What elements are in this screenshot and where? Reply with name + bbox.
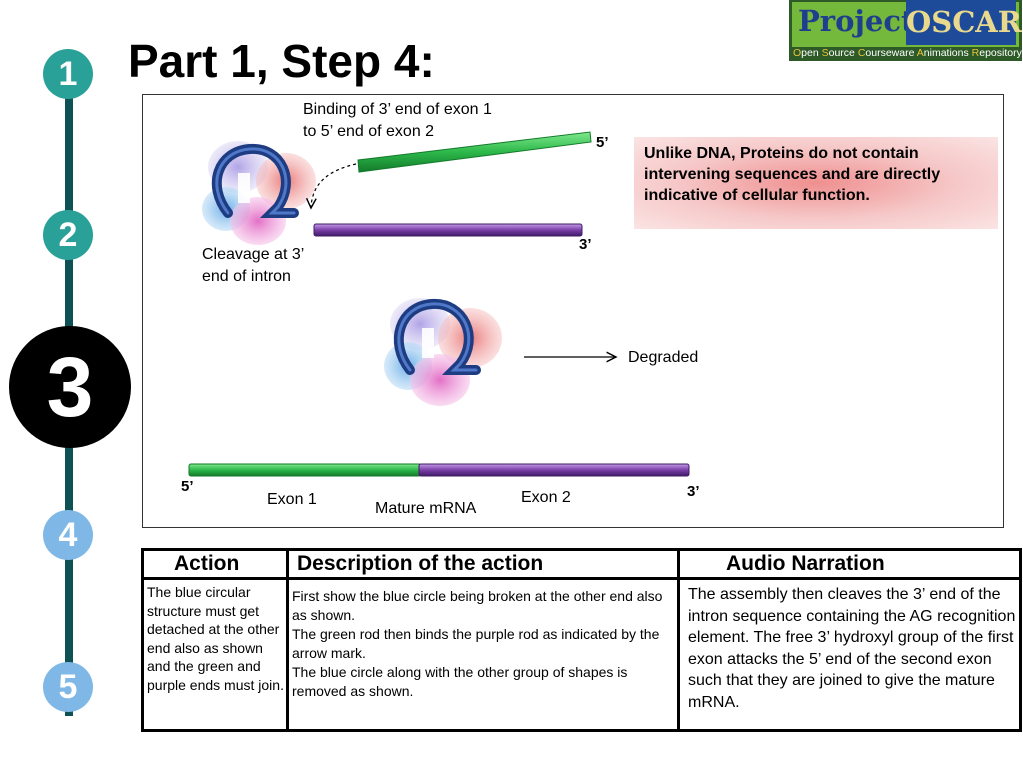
- page-title: Part 1, Step 4:: [128, 35, 435, 87]
- step-3-button-current[interactable]: 3: [9, 326, 131, 448]
- mature-mrna-exon2-segment: [418, 463, 690, 477]
- five-prime-label-top: 5’: [596, 134, 609, 151]
- binding-label-line1: Binding of 3’ end of exon 1: [303, 101, 492, 118]
- exon2-purple-rod-top: [313, 223, 583, 237]
- exon1-green-rod-top: [357, 131, 592, 173]
- header-audio-narration: Audio Narration: [677, 548, 1022, 580]
- logo-word-oscar: OSCAR: [906, 0, 1022, 45]
- spliceosome-complex-degraded: [384, 298, 502, 406]
- narration-cell: The assembly then cleaves the 3’ end of …: [677, 577, 1022, 732]
- five-prime-label-bottom: 5’: [181, 478, 194, 495]
- action-cell: The blue circular structure must get det…: [141, 577, 289, 732]
- diagram-panel: [142, 94, 1004, 528]
- header-description: Description of the action: [286, 548, 680, 580]
- three-prime-label-middle: 3’: [579, 236, 592, 253]
- cleavage-label-line2: end of intron: [202, 268, 291, 285]
- table-header-row: Action Description of the action Audio N…: [141, 548, 1022, 580]
- three-prime-label-bottom: 3’: [687, 483, 700, 500]
- step-5-button[interactable]: 5: [43, 662, 93, 712]
- mature-mrna-label: Mature mRNA: [375, 500, 477, 517]
- cleavage-label-line1: Cleavage at 3’: [202, 246, 305, 263]
- dna-protein-note: Unlike DNA, Proteins do not contain inte…: [634, 137, 998, 229]
- table-row: The blue circular structure must get det…: [141, 577, 1022, 732]
- header-action: Action: [141, 548, 289, 580]
- description-line-3: The blue circle along with the other gro…: [292, 664, 628, 699]
- step-1-button[interactable]: 1: [43, 49, 93, 99]
- step-2-button[interactable]: 2: [43, 210, 93, 260]
- logo-word-project: Project: [798, 4, 915, 38]
- action-table: Action Description of the action Audio N…: [141, 548, 1022, 732]
- binding-label-line2: to 5’ end of exon 2: [303, 123, 435, 140]
- exon2-label: Exon 2: [521, 489, 571, 506]
- project-oscar-logo[interactable]: Project OSCAR Open Source Courseware Ani…: [789, 0, 1022, 61]
- spliceosome-complex-top: [202, 141, 316, 245]
- description-cell: First show the blue circle being broken …: [286, 577, 680, 732]
- logo-subtitle: Open Source Courseware Animations Reposi…: [793, 47, 1022, 59]
- binding-arrow: [311, 163, 357, 208]
- exon1-label: Exon 1: [267, 491, 317, 508]
- description-line-1: First show the blue circle being broken …: [292, 588, 663, 623]
- step-4-button[interactable]: 4: [43, 510, 93, 560]
- description-line-2: The green rod then binds the purple rod …: [292, 626, 660, 661]
- degraded-label: Degraded: [628, 349, 699, 366]
- mature-mrna-exon1-segment: [188, 463, 422, 477]
